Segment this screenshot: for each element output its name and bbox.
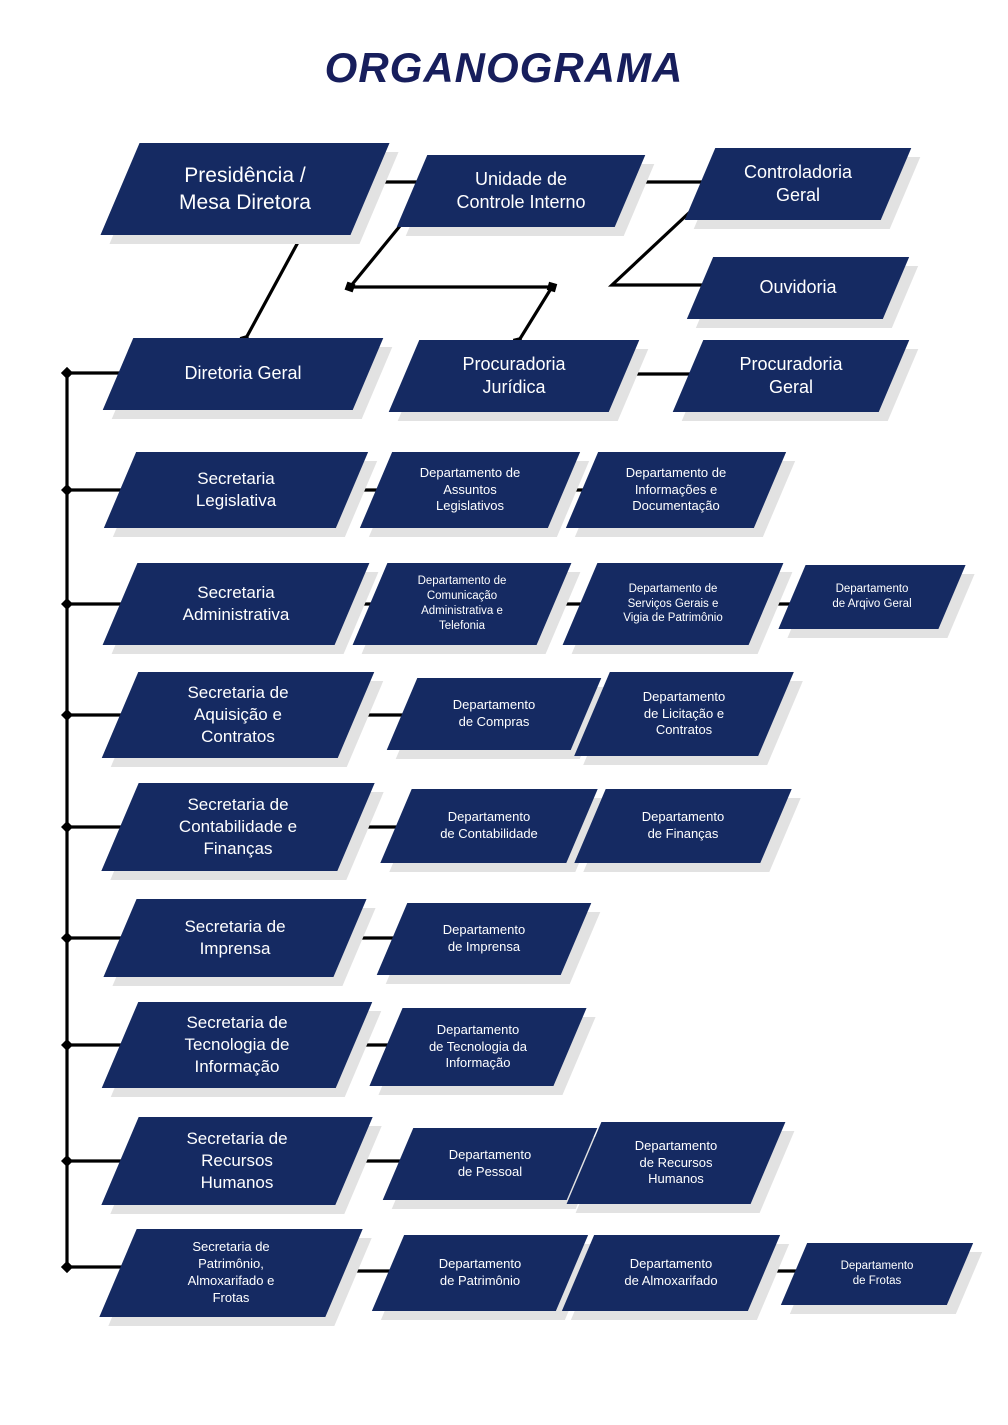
edge-presidencia-diretoria-geral (239, 227, 309, 346)
org-node-ouvidoria[interactable]: Ouvidoria (686, 257, 919, 328)
node-label: Ouvidoria (759, 277, 837, 298)
node-label: Diretoria Geral (184, 363, 302, 384)
node-label: Presidência /Mesa Diretora (179, 163, 311, 214)
org-node-presidencia[interactable]: Presidência /Mesa Diretora (100, 143, 399, 244)
org-node-diretoria-geral[interactable]: Diretoria Geral (102, 338, 393, 419)
page-title: ORGANOGRAMA (324, 44, 684, 91)
